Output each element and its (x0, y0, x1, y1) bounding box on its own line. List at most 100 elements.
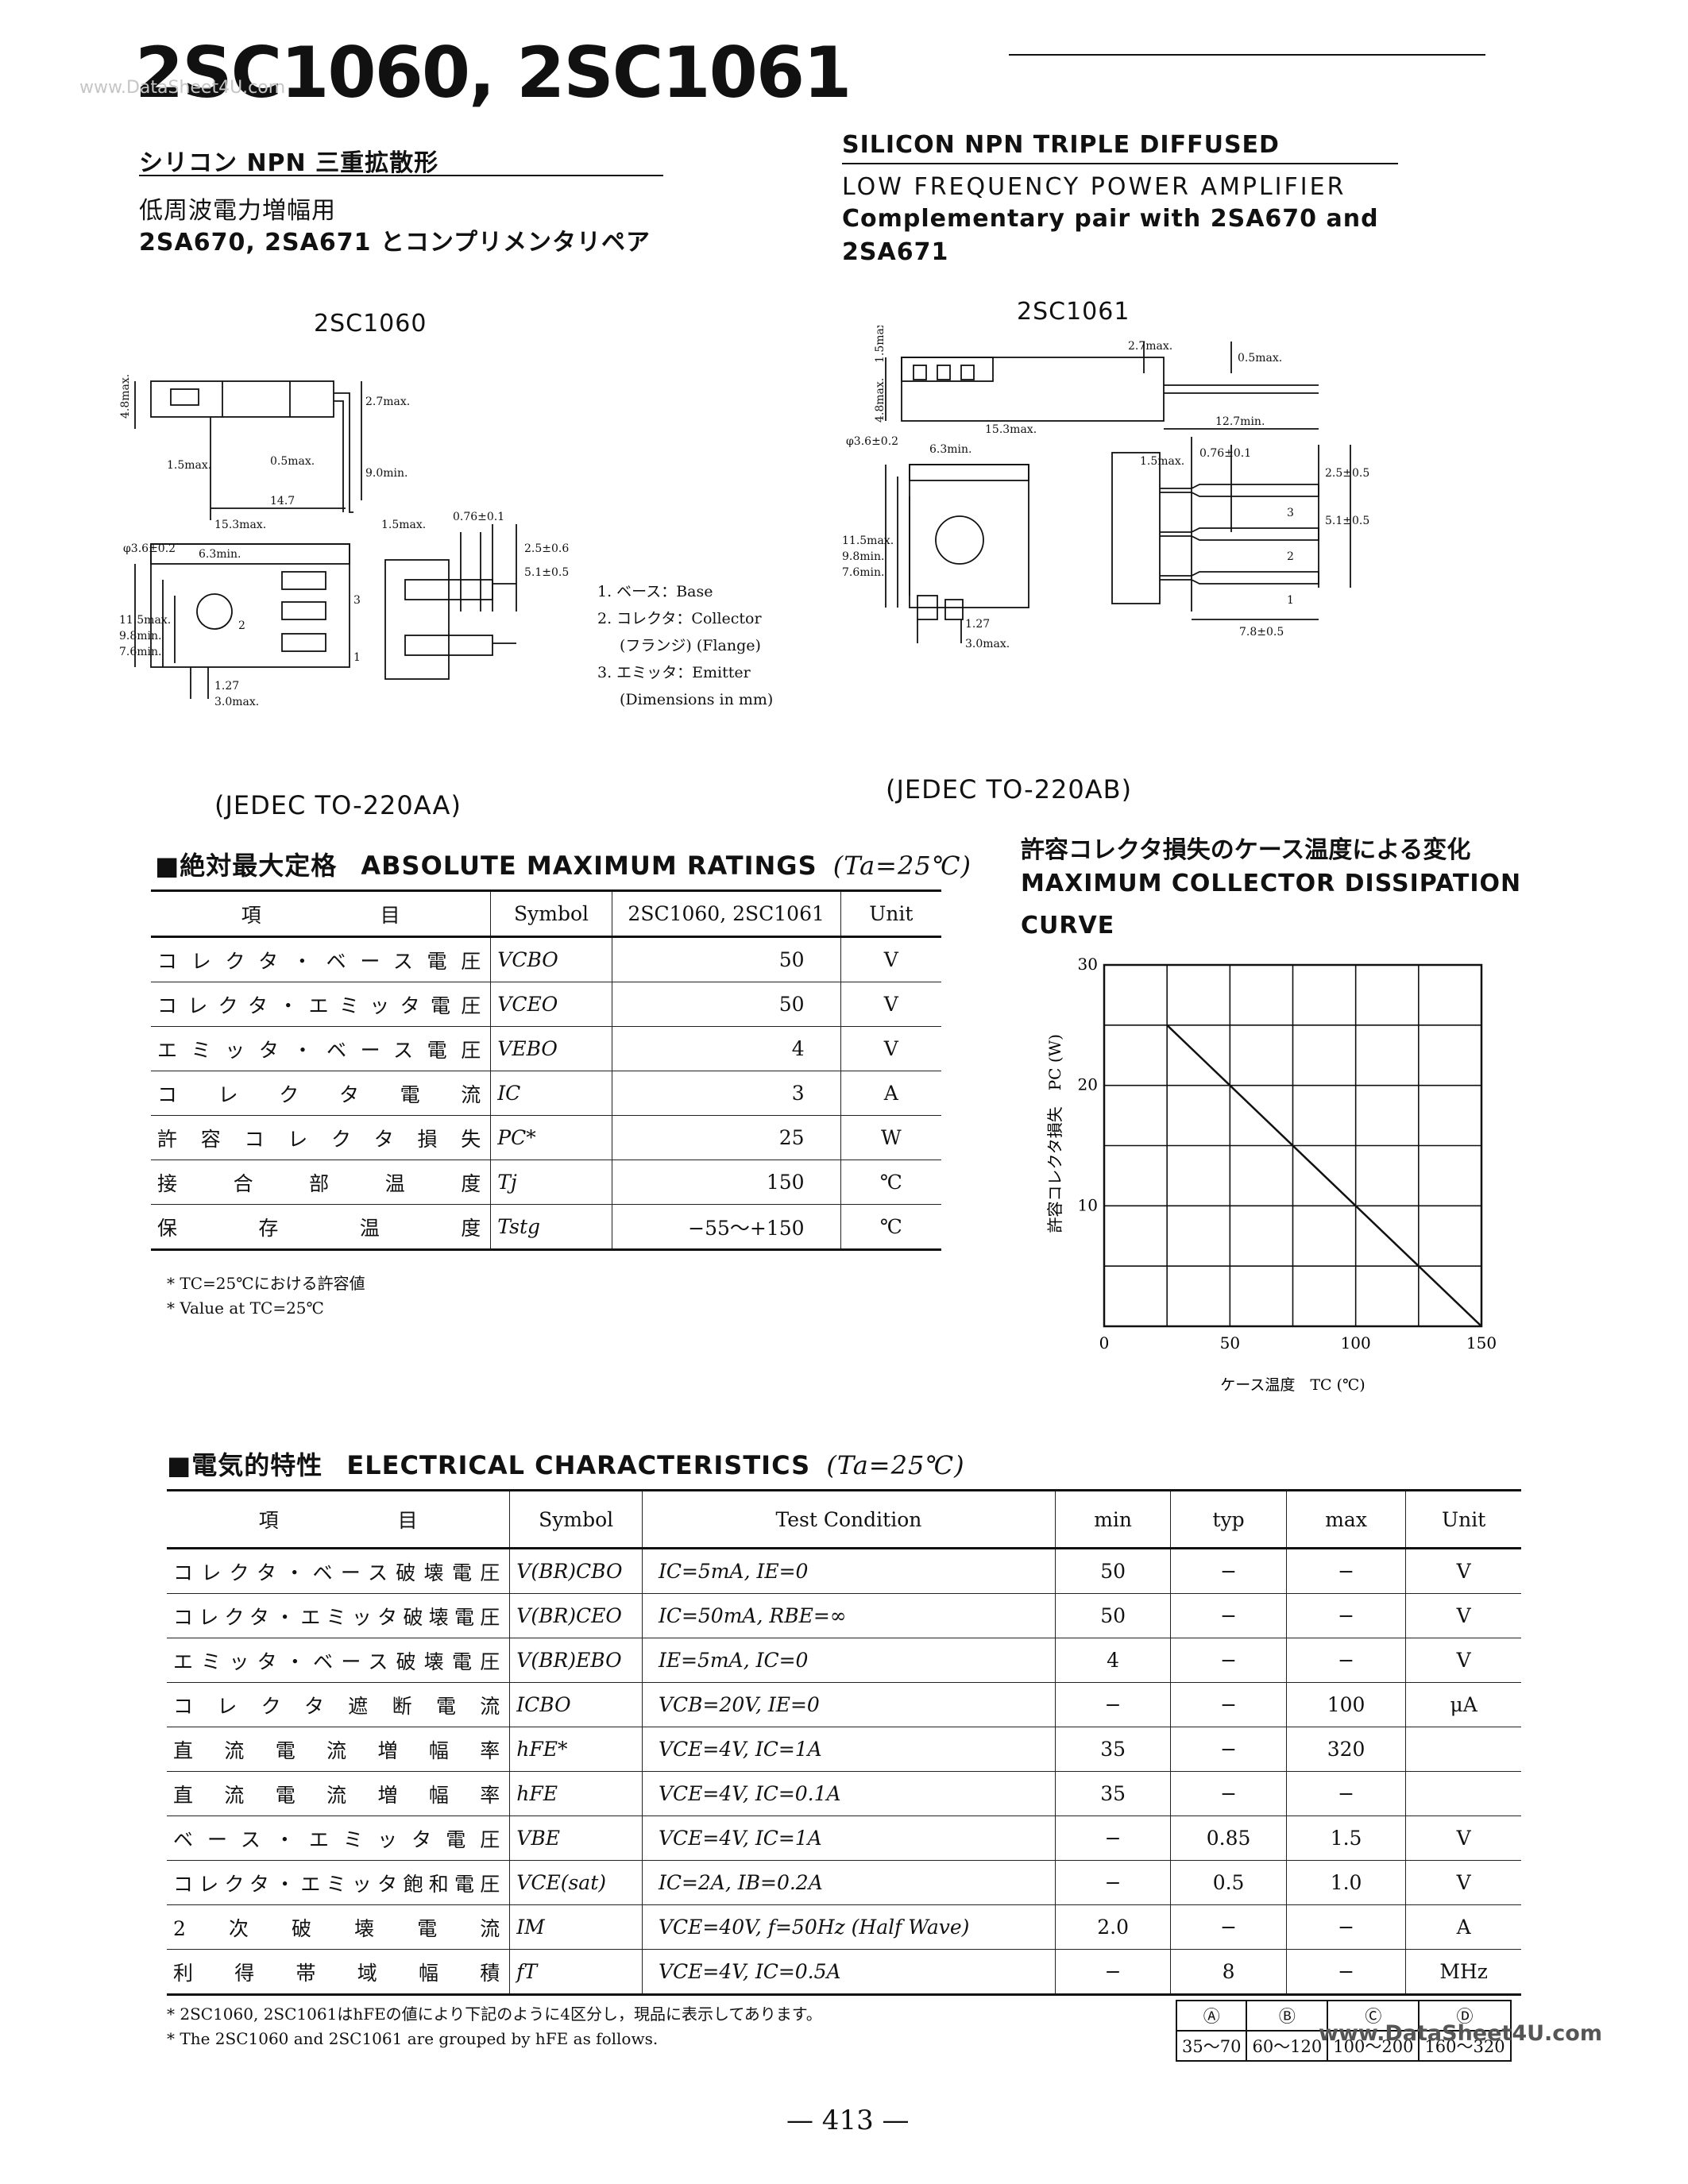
ec-max: − (1285, 1593, 1406, 1638)
grade-mark-c: Ⓒ (1327, 2000, 1420, 2032)
rpin-2-label: 2 (1287, 550, 1294, 563)
right-front-body (909, 464, 1029, 608)
amr-value: 50 (611, 982, 841, 1027)
ec-unit: V (1405, 1815, 1521, 1861)
dim-p127: 1.27 (214, 680, 239, 693)
jp-type-rule (139, 175, 663, 176)
rdim-s15: 1.5max. (1140, 455, 1184, 468)
title-rule (1009, 54, 1485, 56)
rdim-s076: 0.76±0.1 (1199, 447, 1251, 460)
dim-s25: 2.5±0.6 (524, 542, 569, 555)
amr-unit: ℃ (840, 1160, 941, 1205)
ec-header-typ: typ (1170, 1489, 1287, 1549)
ec-min: − (1054, 1949, 1171, 1996)
amr-symbol: Tj (490, 1160, 612, 1205)
ec-cond: VCE=4V, IC=0.1A (641, 1771, 1056, 1816)
ec-title-jp: ■電気的特性 (167, 1450, 323, 1480)
en-type-rule (842, 163, 1398, 164)
amr-item: 保存温度 (157, 1216, 485, 1240)
right-jedec: (JEDEC TO-220AB) (886, 774, 1133, 805)
ec-header-max: max (1285, 1489, 1406, 1549)
ec-note-en: * The 2SC1060 and 2SC1061 are grouped by… (167, 2029, 659, 2048)
amr-item: 許容コレクタ損失 (157, 1127, 485, 1151)
dim-s076: 0.76±0.1 (453, 511, 504, 523)
dim-l147: 14.7 (270, 495, 295, 507)
chart-ytick-label: 30 (1078, 955, 1098, 974)
rdim-t05: 0.5max. (1238, 352, 1282, 365)
ec-unit: V (1405, 1548, 1521, 1594)
ec-min: 50 (1054, 1593, 1171, 1638)
left-jedec: (JEDEC TO-220AA) (214, 790, 462, 820)
amr-row: 接合部温度 Tj 150 ℃ (151, 1160, 941, 1205)
amr-header-row: 項 目 Symbol 2SC1060, 2SC1061 Unit (151, 889, 941, 938)
amr-note-jp: * TC=25℃における許容値 (167, 1274, 365, 1293)
left-side-body (150, 380, 334, 418)
en-pair-1: Complementary pair with 2SA670 and (842, 205, 1379, 233)
ec-symbol: V(BR)CEO (509, 1593, 643, 1638)
chart-xtick-label: 150 (1466, 1333, 1497, 1352)
ec-max: − (1285, 1949, 1406, 1996)
ec-min: − (1054, 1815, 1171, 1861)
amr-header-unit: Unit (840, 889, 941, 938)
ec-max: 100 (1285, 1682, 1406, 1727)
pin-legend-base: 1. ベース：Base (597, 583, 713, 600)
grade-range-c: 100〜200 (1327, 2030, 1420, 2062)
amr-row: 保存温度 Tstg −55〜+150 ℃ (151, 1204, 941, 1251)
page-number: — 413 — (786, 2105, 910, 2136)
ec-symbol: fT (509, 1949, 643, 1996)
chart-ylabel: 許容コレクタ損失 PC (W) (1045, 1034, 1064, 1233)
pin-legend-emitter: 3. エミッタ：Emitter (597, 664, 751, 681)
ec-item-cell: コレクタ・ベース破壊電圧 (167, 1548, 510, 1594)
amr-item: コレクタ・ベース電圧 (157, 949, 485, 973)
ec-title-en: ELECTRICAL CHARACTERISTICS (346, 1450, 811, 1480)
amr-value: 3 (611, 1071, 841, 1116)
amr-unit: A (840, 1071, 941, 1116)
amr-unit: ℃ (840, 1204, 941, 1251)
amr-row: 許容コレクタ損失 PC* 25 W (151, 1115, 941, 1160)
curve-title-en-1: MAXIMUM COLLECTOR DISSIPATION (1021, 870, 1522, 897)
amr-row: コレクタ電流 IC 3 A (151, 1071, 941, 1116)
en-use: LOW FREQUENCY POWER AMPLIFIER (842, 173, 1346, 201)
amr-item: コレクタ電流 (157, 1082, 485, 1106)
ec-item-cell: コレクタ遮断電流 (167, 1682, 510, 1727)
ec-item-cell: コレクタ・エミッタ破壊電圧 (167, 1593, 510, 1638)
ec-unit (1405, 1727, 1521, 1772)
ec-symbol: V(BR)CBO (509, 1548, 643, 1594)
amr-value: 150 (611, 1160, 841, 1205)
ec-cond: IE=5mA, IC=0 (641, 1638, 1056, 1683)
ec-cond: IC=50mA, RBE=∞ (641, 1593, 1056, 1638)
amr-item: エミッタ・ベース電圧 (157, 1038, 485, 1062)
ec-symbol: hFE* (509, 1727, 643, 1772)
rdim-p127: 1.27 (965, 618, 990, 631)
rdim-w153: 15.3max. (985, 423, 1037, 436)
amr-unit: V (840, 936, 941, 982)
dim-l90: 9.0min. (365, 467, 408, 480)
dim-h98: 9.8min. (119, 630, 161, 642)
grade-mark-b: Ⓑ (1246, 2000, 1329, 2032)
rdim-s78: 7.8±0.5 (1239, 626, 1284, 639)
rdim-dhole: φ3.6±0.2 (846, 435, 898, 448)
amr-value: 50 (611, 936, 841, 982)
ec-header-min: min (1054, 1489, 1171, 1549)
amr-item: コレクタ・エミッタ電圧 (157, 994, 485, 1017)
ec-cond: VCE=4V, IC=1A (641, 1815, 1056, 1861)
page-title: 2SC1060, 2SC1061 (135, 32, 852, 114)
ec-typ: 0.5 (1170, 1860, 1287, 1905)
ec-min: − (1054, 1682, 1171, 1727)
ec-header-symbol: Symbol (509, 1489, 643, 1549)
ec-item-cell: 直流電流増幅率 (167, 1727, 510, 1772)
ec-min: 4 (1054, 1638, 1171, 1683)
amr-title-cond: (Ta=25℃) (832, 851, 971, 881)
ec-item: 直流電流増幅率 (173, 1783, 504, 1807)
amr-symbol: IC (490, 1071, 612, 1116)
amr-symbol: PC* (490, 1115, 612, 1160)
watermark-top: www.DataSheet4U.com (79, 78, 286, 98)
ec-symbol: VCE(sat) (509, 1860, 643, 1905)
dim-h76: 7.6min. (119, 646, 161, 658)
ec-max: 1.5 (1285, 1815, 1406, 1861)
